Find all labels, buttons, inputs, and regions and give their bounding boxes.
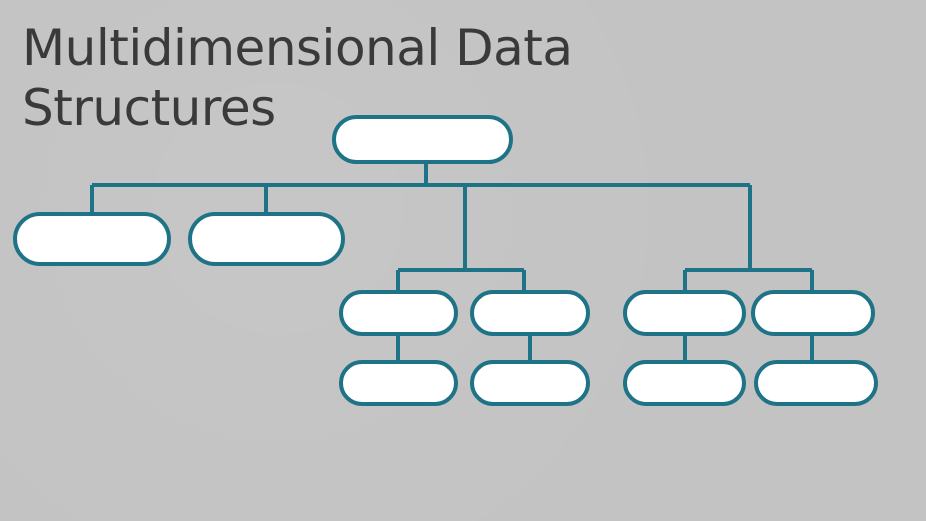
node-branch-left-b-child: [470, 360, 590, 406]
node-branch-right-b: [751, 290, 875, 336]
slide-title: Multidimensional Data Structures: [22, 18, 722, 138]
node-branch-right-a-child: [623, 360, 746, 406]
slide-title-line-2: Structures: [22, 79, 276, 137]
node-branch-left-a-child: [339, 360, 458, 406]
slide-title-line-1: Multidimensional Data: [22, 19, 573, 77]
node-level1-b: [188, 212, 345, 266]
node-level1-a: [13, 212, 171, 266]
node-branch-right-a: [623, 290, 746, 336]
node-root: [332, 115, 513, 164]
node-branch-left-a: [339, 290, 458, 336]
node-branch-right-b-child: [754, 360, 878, 406]
node-branch-left-b: [470, 290, 590, 336]
